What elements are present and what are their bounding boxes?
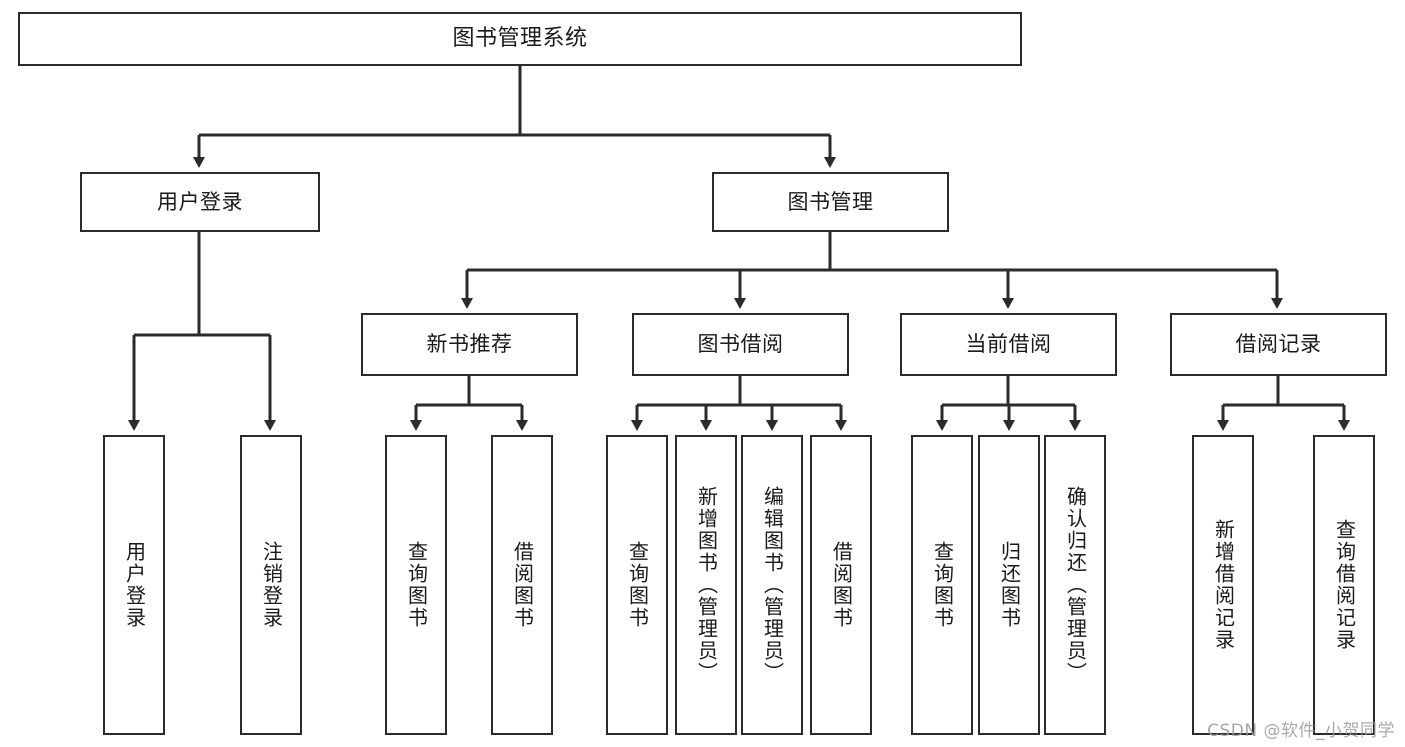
node-label: 借阅图书 — [510, 541, 535, 629]
leaf-add-record[interactable]: 新增借阅记录 — [1192, 435, 1254, 735]
node-label: 当前借阅 — [965, 332, 1052, 357]
node-new-book-recommend[interactable]: 新书推荐 — [361, 313, 578, 376]
csdn-watermark: CSDN @软件_小贺同学 — [1207, 721, 1395, 741]
node-label: 图书管理 — [787, 189, 874, 214]
leaf-return-book[interactable]: 归还图书 — [978, 435, 1040, 735]
node-label: 图书管理系统 — [452, 26, 588, 52]
node-borrow-record[interactable]: 借阅记录 — [1170, 313, 1387, 376]
node-label: 确认归还（管理员） — [1063, 486, 1088, 684]
leaf-user-login[interactable]: 用户登录 — [103, 435, 165, 735]
leaf-confirm-return[interactable]: 确认归还（管理员） — [1044, 435, 1106, 735]
leaf-query-book-2[interactable]: 查询图书 — [606, 435, 668, 735]
node-label: 注销登录 — [259, 541, 284, 629]
node-user-login[interactable]: 用户登录 — [80, 172, 320, 232]
node-label: 编辑图书（管理员） — [760, 486, 785, 684]
leaf-query-record[interactable]: 查询借阅记录 — [1313, 435, 1375, 735]
leaf-user-logout[interactable]: 注销登录 — [240, 435, 302, 735]
leaf-query-book-3[interactable]: 查询图书 — [911, 435, 973, 735]
node-label: 查询借阅记录 — [1332, 519, 1357, 651]
leaf-borrow-book-1[interactable]: 借阅图书 — [491, 435, 553, 735]
node-label: 查询图书 — [625, 541, 650, 629]
leaf-add-book[interactable]: 新增图书（管理员） — [675, 435, 737, 735]
node-root-system[interactable]: 图书管理系统 — [18, 12, 1022, 66]
node-label: 用户登录 — [157, 189, 243, 214]
leaf-borrow-book-2[interactable]: 借阅图书 — [810, 435, 872, 735]
node-label: 用户登录 — [122, 541, 147, 629]
node-label: 借阅记录 — [1235, 332, 1322, 357]
node-current-borrow[interactable]: 当前借阅 — [900, 313, 1117, 376]
node-label: 新增图书（管理员） — [694, 486, 719, 684]
node-label: 查询图书 — [930, 541, 955, 629]
leaf-query-book-1[interactable]: 查询图书 — [385, 435, 447, 735]
node-label: 借阅图书 — [829, 541, 854, 629]
node-book-management[interactable]: 图书管理 — [712, 172, 949, 232]
node-label: 查询图书 — [404, 541, 429, 629]
node-label: 图书借阅 — [697, 332, 784, 357]
node-label: 新增借阅记录 — [1211, 519, 1236, 651]
leaf-edit-book[interactable]: 编辑图书（管理员） — [741, 435, 803, 735]
node-book-borrow[interactable]: 图书借阅 — [632, 313, 849, 376]
node-label: 新书推荐 — [426, 332, 513, 357]
node-label: 归还图书 — [997, 541, 1022, 629]
